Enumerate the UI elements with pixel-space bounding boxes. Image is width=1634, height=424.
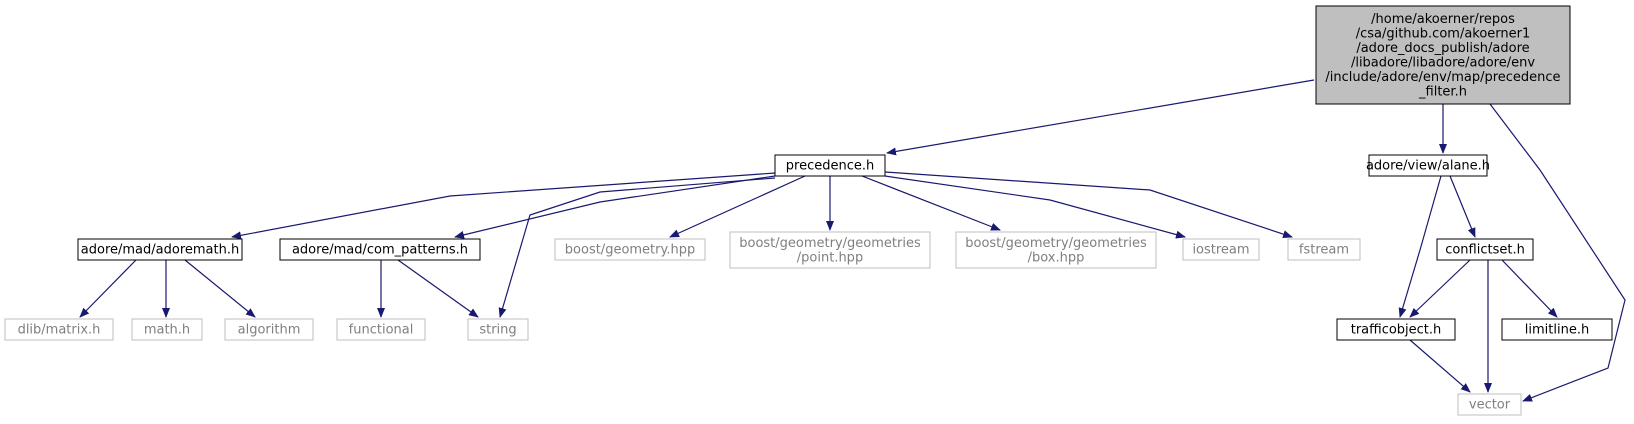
edge-root-to-vector [1489, 103, 1626, 402]
node-box [279, 238, 481, 261]
node-box [1315, 5, 1571, 105]
node-fstream: fstream [1287, 238, 1361, 261]
node-vector: vector [1457, 393, 1522, 416]
node-trafficobject[interactable]: trafficobject.h [1336, 318, 1456, 341]
node-label: trafficobject.h [1351, 323, 1442, 338]
node-box [1182, 238, 1260, 261]
node-label: string [479, 323, 516, 338]
edge-root-to-precedence [886, 79, 1315, 156]
edge-precedence-to-iostream [884, 175, 1186, 239]
node-box [224, 318, 314, 341]
node-label: adore/mad/adoremath.h [81, 243, 239, 258]
node-conflictset[interactable]: conflictset.h [1436, 238, 1534, 261]
node-box [131, 318, 203, 341]
edge-adoremath-to-algorithm [184, 259, 256, 318]
node-box [1501, 318, 1613, 341]
node-box [955, 231, 1157, 269]
edge-precedence-to-adoremath [231, 172, 776, 240]
node-boost_geometry: boost/geometry.hpp [554, 238, 706, 261]
node-label: boost/geometry/geometries [739, 236, 921, 251]
node-label: /home/akoerner/repos [1371, 12, 1515, 27]
node-label: math.h [144, 323, 190, 338]
node-box [77, 238, 243, 261]
node-label: dlib/matrix.h [18, 323, 101, 338]
nodes-layer: /home/akoerner/repos/csa/github.com/akoe… [4, 5, 1613, 416]
node-label: /libadore/libadore/adore/env [1351, 55, 1535, 70]
edge-alane-to-trafficobject [1398, 175, 1442, 318]
node-functional: functional [336, 318, 426, 341]
node-label: adore/mad/com_patterns.h [292, 243, 468, 258]
edge-precedence-to-com_patterns [454, 175, 776, 239]
node-math: math.h [131, 318, 203, 341]
node-algorithm: algorithm [224, 318, 314, 341]
node-com_patterns[interactable]: adore/mad/com_patterns.h [279, 238, 481, 261]
node-box [4, 318, 114, 341]
node-alane[interactable]: adore/view/alane.h [1366, 154, 1490, 177]
node-limitline[interactable]: limitline.h [1501, 318, 1613, 341]
node-label: /point.hpp [797, 250, 863, 265]
node-string: string [467, 318, 529, 341]
node-label: boost/geometry/geometries [965, 236, 1147, 251]
node-box [729, 231, 931, 269]
edge-precedence-to-boost_geometry [669, 175, 806, 238]
node-box [1457, 393, 1522, 416]
node-label: /box.hpp [1028, 250, 1085, 265]
edge-precedence-to-fstream [884, 171, 1293, 238]
node-box [467, 318, 529, 341]
edge-adoremath-to-dlib_matrix [79, 259, 137, 318]
edge-conflictset-to-trafficobject [1409, 259, 1471, 318]
node-box [336, 318, 426, 341]
node-label: functional [349, 323, 414, 338]
node-boost_point: boost/geometry/geometries/point.hpp [729, 231, 931, 269]
node-box [1287, 238, 1361, 261]
node-dlib_matrix: dlib/matrix.h [4, 318, 114, 341]
node-label: /csa/github.com/akoerner1 [1356, 26, 1531, 41]
edge-alane-to-conflictset [1449, 175, 1476, 238]
node-label: algorithm [238, 323, 301, 338]
edge-precedence-to-boost_box [861, 175, 1001, 231]
node-boost_box: boost/geometry/geometries/box.hpp [955, 231, 1157, 269]
node-box [774, 154, 886, 177]
node-box [1368, 154, 1488, 177]
edge-precedence-to-string [498, 177, 776, 318]
node-label: /include/adore/env/map/precedence [1325, 70, 1560, 85]
node-label: _filter.h [1418, 84, 1467, 99]
node-iostream: iostream [1182, 238, 1260, 261]
edge-trafficobject-to-vector [1409, 339, 1471, 393]
node-adoremath[interactable]: adore/mad/adoremath.h [77, 238, 243, 261]
node-box [554, 238, 706, 261]
edge-com_patterns-to-string [397, 259, 479, 318]
node-label: iostream [1192, 243, 1249, 258]
node-label: fstream [1299, 243, 1349, 258]
node-label: precedence.h [786, 159, 874, 174]
node-precedence[interactable]: precedence.h [774, 154, 886, 177]
node-label: boost/geometry.hpp [565, 243, 695, 258]
node-label: adore/view/alane.h [1366, 159, 1490, 174]
node-box [1336, 318, 1456, 341]
node-box [1436, 238, 1534, 261]
edges-layer [79, 79, 1626, 402]
edge-conflictset-to-limitline [1501, 259, 1558, 318]
node-label: conflictset.h [1445, 243, 1525, 258]
node-label: vector [1469, 398, 1511, 413]
node-label: /adore_docs_publish/adore [1356, 41, 1529, 56]
node-root[interactable]: /home/akoerner/repos/csa/github.com/akoe… [1315, 5, 1571, 105]
node-label: limitline.h [1525, 323, 1589, 338]
